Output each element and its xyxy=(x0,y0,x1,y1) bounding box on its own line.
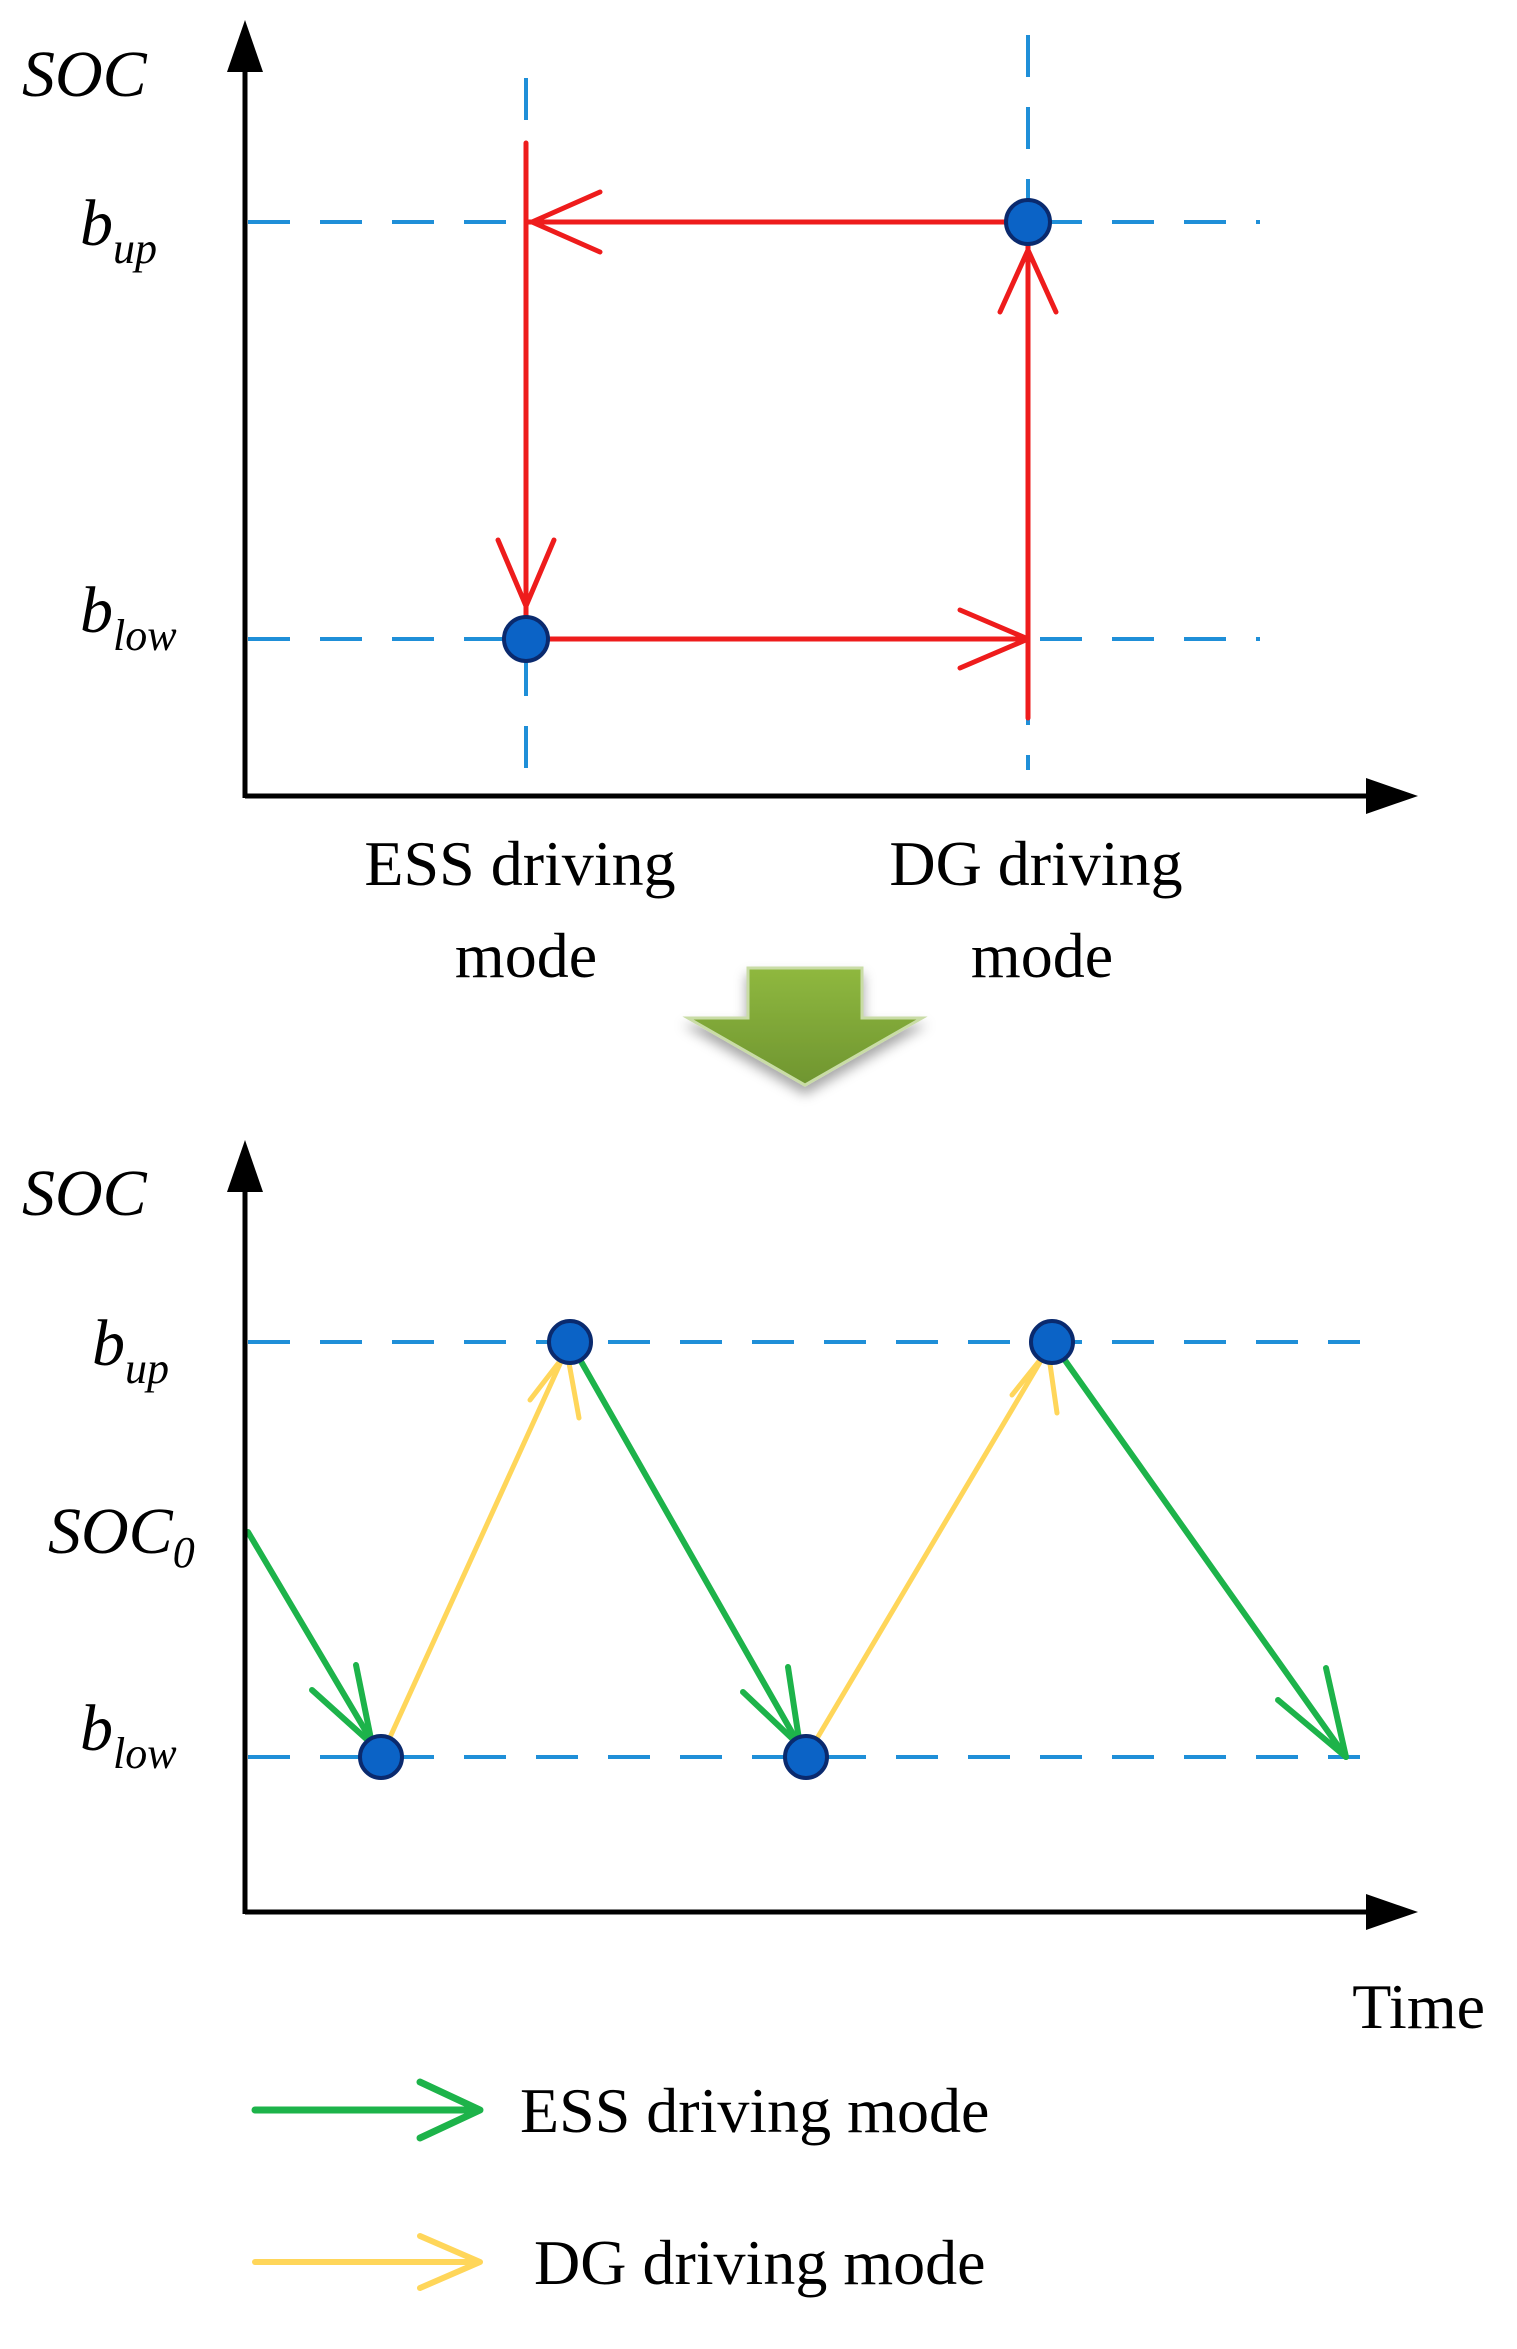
top-guides xyxy=(248,35,1260,770)
bottom-y-axis-arrowhead xyxy=(227,1140,263,1192)
top-node-dg-up xyxy=(1004,198,1052,246)
bottom-guides xyxy=(248,1340,1360,1759)
legend: ESS driving mode DG driving mode xyxy=(251,2075,989,2298)
bottom-x-axis-label: Time xyxy=(1352,1971,1485,2042)
legend-ess-label: ESS driving mode xyxy=(520,2075,989,2146)
top-axes xyxy=(227,20,1418,814)
bottom-initial-soc-label: SOC0 xyxy=(48,1495,195,1577)
top-node-ess-low xyxy=(502,615,550,663)
top-y-axis-label: SOC xyxy=(22,38,148,111)
bottom-y-axis-label: SOC xyxy=(22,1157,148,1230)
ess-arrowhead-2 xyxy=(740,1664,803,1749)
ess-segment-2 xyxy=(567,1339,809,1760)
down-arrow-icon xyxy=(682,966,928,1087)
bottom-node-low-2 xyxy=(783,1734,829,1780)
cycle-arrowhead-down xyxy=(495,537,557,609)
bottom-level-up-label: bup xyxy=(92,1307,169,1393)
legend-ess-item: ESS driving mode xyxy=(251,2075,989,2146)
bottom-level-low-label: blow xyxy=(80,1692,177,1778)
bottom-node-up-2 xyxy=(1029,1319,1075,1365)
ess-arrowhead-1 xyxy=(309,1662,375,1747)
ess-arrowhead-3 xyxy=(1275,1665,1349,1760)
yellow-arrow-icon xyxy=(252,2233,483,2291)
ess-segment-3 xyxy=(1049,1339,1349,1760)
cycle-arrowhead-left xyxy=(529,189,603,255)
dg-segment-2 xyxy=(803,1339,1055,1760)
bottom-trajectory xyxy=(245,1339,1349,1760)
legend-dg-label: DG driving mode xyxy=(534,2227,986,2298)
top-ess-mode-label-line2: mode xyxy=(455,920,597,991)
top-level-low-label: blow xyxy=(80,574,177,660)
legend-dg-item: DG driving mode xyxy=(252,2227,986,2298)
bottom-x-axis-arrowhead xyxy=(1366,1894,1418,1930)
cycle-arrowhead-up xyxy=(997,247,1059,315)
top-dg-mode-label-line1: DG driving xyxy=(889,828,1182,899)
top-ess-mode-label-line1: ESS driving xyxy=(364,828,675,899)
bottom-node-up-1 xyxy=(547,1319,593,1365)
bottom-axes xyxy=(227,1140,1418,1930)
top-level-up-label: bup xyxy=(80,187,157,273)
bottom-diagram: SOC bup SOC0 blow Time xyxy=(22,1140,1485,2042)
green-arrow-icon xyxy=(251,2078,484,2142)
ess-segment-1 xyxy=(245,1529,384,1760)
top-x-axis-arrowhead xyxy=(1366,778,1418,814)
bottom-node-low-1 xyxy=(358,1734,404,1780)
top-diagram: SOC bup blow ESS driving mode DG driving… xyxy=(22,20,1418,991)
top-dg-mode-label-line2: mode xyxy=(971,920,1113,991)
top-y-axis-arrowhead xyxy=(227,20,263,72)
dg-segment-1 xyxy=(378,1339,573,1760)
top-cycle xyxy=(495,140,1059,721)
